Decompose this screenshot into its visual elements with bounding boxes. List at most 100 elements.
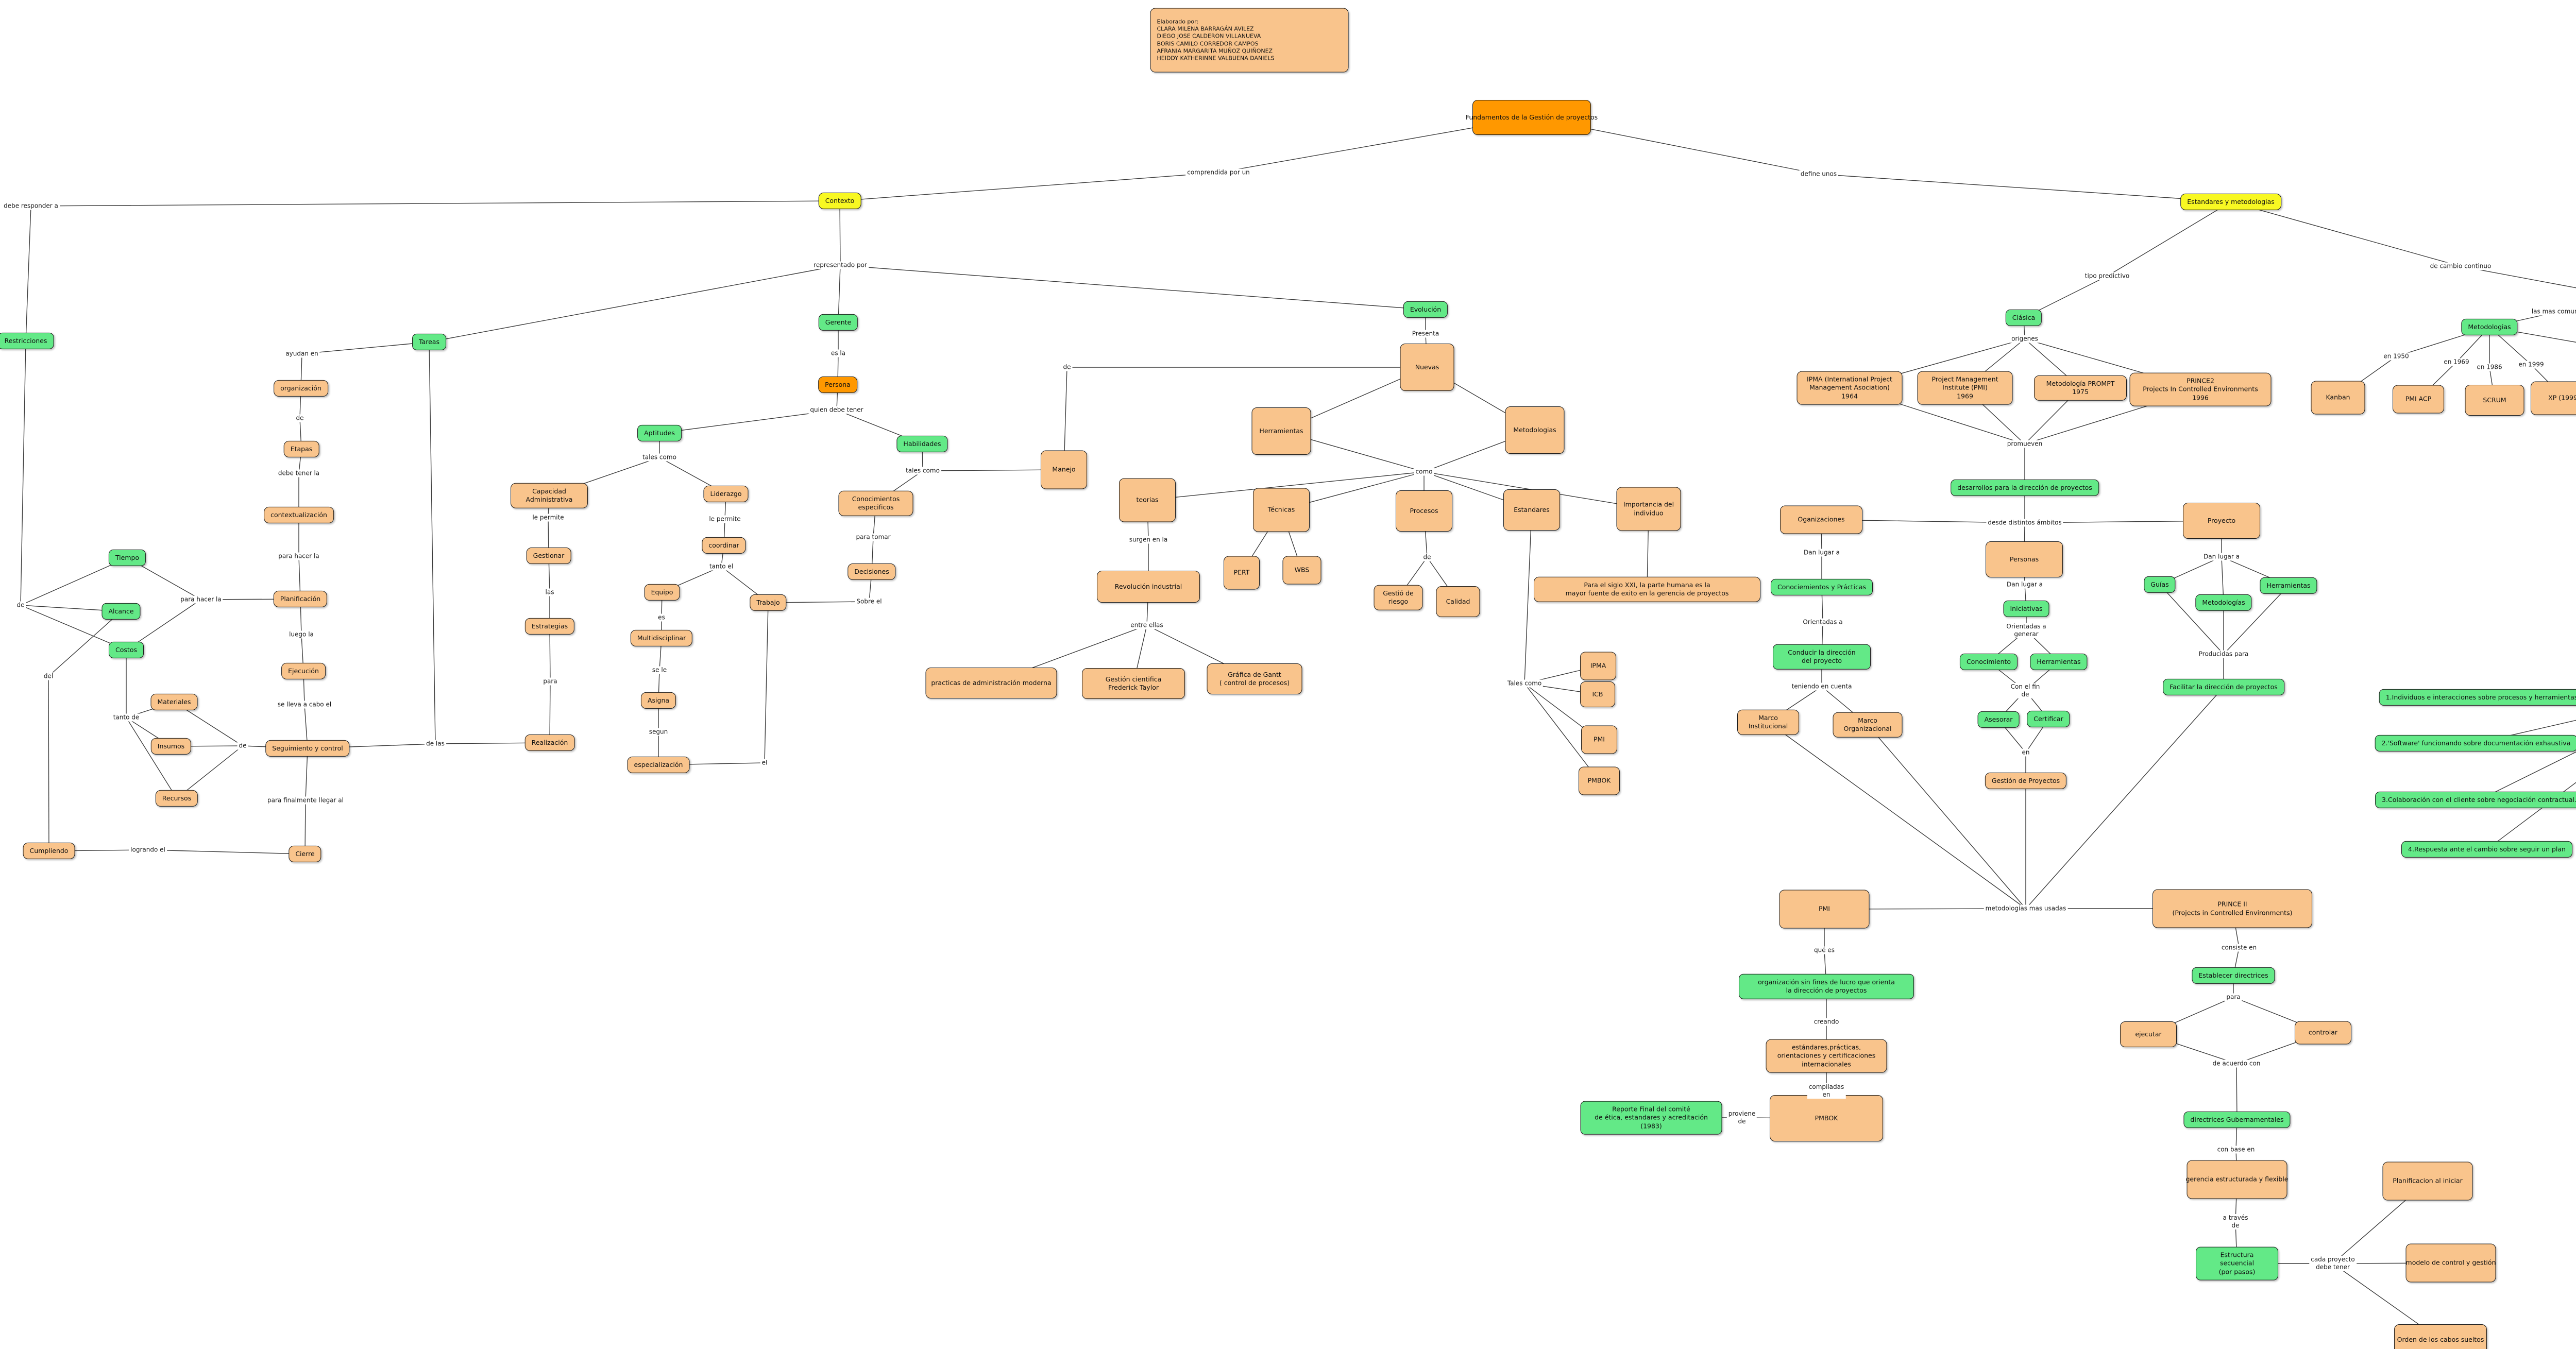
concept-node-tiempo[interactable]: Tiempo	[108, 549, 146, 567]
concept-node-calidad[interactable]: Calidad	[1436, 586, 1480, 617]
concept-node-personas[interactable]: Personas	[1986, 541, 2063, 577]
concept-node-v4[interactable]: 4.Respuesta ante el cambio sobre seguir …	[2401, 841, 2572, 858]
concept-node-estructsec[interactable]: Estructura secuencial (por pasos)	[2196, 1246, 2278, 1280]
concept-node-nuevas[interactable]: Nuevas	[1400, 344, 1454, 391]
concept-node-pmiacp[interactable]: PMI ACP	[2393, 385, 2444, 414]
concept-node-trabajo[interactable]: Trabajo	[750, 594, 787, 611]
concept-node-gerenciaestr[interactable]: gerencia estructurada y flexible	[2186, 1160, 2289, 1199]
concept-node-alcance[interactable]: Alcance	[101, 603, 141, 620]
concept-node-realizacion[interactable]: Realización	[524, 734, 575, 752]
concept-node-v2[interactable]: 2.'Software' funcionando sobre documenta…	[2375, 735, 2576, 752]
concept-node-herramientas_n[interactable]: Herramientas	[1251, 407, 1311, 455]
concept-node-organizacion[interactable]: organización	[274, 380, 328, 397]
concept-node-certificar[interactable]: Certificar	[2027, 710, 2070, 728]
concept-node-asesorar[interactable]: Asesorar	[1977, 711, 2020, 728]
concept-node-decisiones[interactable]: Decisiones	[848, 563, 896, 580]
concept-node-ctx[interactable]: Contexto	[818, 192, 861, 210]
concept-node-orgsinfines[interactable]: organización sin fines de lucro que orie…	[1739, 974, 1914, 999]
concept-node-metodologias_g[interactable]: Metodologías	[2195, 594, 2252, 611]
concept-node-manejo[interactable]: Manejo	[1041, 450, 1087, 489]
concept-node-capadmin[interactable]: Capacidad Administrativa	[511, 483, 588, 508]
concept-node-multidisciplinar[interactable]: Multidisciplinar	[630, 629, 693, 647]
concept-node-siglo21[interactable]: Para el siglo XXI, la parte humana es la…	[1534, 576, 1760, 602]
concept-node-estrategias[interactable]: Estrategias	[524, 618, 575, 635]
concept-node-tecnicas[interactable]: Técnicas	[1253, 488, 1310, 532]
concept-node-cierre[interactable]: Cierre	[289, 845, 321, 863]
concept-node-v1[interactable]: 1.Individuos e interacciones sobre proce…	[2379, 689, 2576, 706]
concept-node-gestionar[interactable]: Gestionar	[526, 547, 571, 565]
concept-node-marco_org[interactable]: Marco Organizacional	[1833, 712, 1903, 738]
concept-node-conocimiento[interactable]: Conocimiento	[1959, 653, 2018, 671]
concept-node-scrum[interactable]: SCRUM	[2465, 385, 2524, 416]
concept-node-ejecucion[interactable]: Ejecución	[281, 662, 326, 680]
concept-node-modelocontrol[interactable]: modelo de control y gestión	[2405, 1243, 2496, 1283]
concept-node-habilidades[interactable]: Habilidades	[896, 435, 948, 453]
concept-node-v3[interactable]: 3.Colaboración con el cliente sobre nego…	[2375, 791, 2576, 809]
concept-node-metodologias_n[interactable]: Metodologias	[1505, 406, 1565, 454]
concept-node-oganizaciones[interactable]: Oganizaciones	[1780, 505, 1862, 534]
concept-node-marco_inst[interactable]: Marco Institucional	[1737, 709, 1799, 735]
concept-node-grafica_gantt[interactable]: Gráfica de Gantt ( control de procesos)	[1207, 663, 1302, 694]
concept-node-proyecto[interactable]: Proyecto	[2183, 503, 2260, 539]
concept-node-icb[interactable]: ICB	[1580, 681, 1615, 707]
concept-node-ipma_box[interactable]: IPMA (International Project Management A…	[1797, 371, 1903, 405]
concept-node-planinicio[interactable]: Planificacion al iniciar	[2382, 1162, 2473, 1201]
concept-node-contextualizacion[interactable]: contextualización	[264, 506, 334, 524]
concept-node-persona[interactable]: Persona	[818, 376, 857, 394]
concept-node-cumpliendo[interactable]: Cumpliendo	[23, 842, 75, 860]
concept-node-costos[interactable]: Costos	[109, 641, 144, 659]
concept-node-gestion_cient[interactable]: Gestión cientifica Frederick Taylor	[1082, 668, 1185, 699]
concept-node-metodologias_ag[interactable]: Metodologias	[2461, 318, 2518, 336]
concept-node-desarrollos[interactable]: desarrollos para la dirección de proyect…	[1951, 479, 2099, 497]
concept-node-controlar[interactable]: controlar	[2295, 1021, 2351, 1045]
concept-node-equipo[interactable]: Equipo	[644, 584, 680, 601]
concept-node-kanban[interactable]: Kanban	[2311, 381, 2365, 415]
concept-node-conoc_pract[interactable]: Conociemientos y Prácticas	[1770, 578, 1873, 596]
concept-node-reportefinal[interactable]: Reporte Final del comité de ética, estan…	[1580, 1101, 1722, 1135]
concept-node-facilitar[interactable]: Facilitar la dirección de proyectos	[2163, 678, 2284, 696]
concept-node-recursos[interactable]: Recursos	[155, 790, 198, 807]
concept-node-prompt_box[interactable]: Metodología PROMPT 1975	[2034, 375, 2127, 401]
concept-node-conducir[interactable]: Conducir la dirección del proyecto	[1773, 644, 1871, 670]
concept-node-ipma_s[interactable]: IPMA	[1580, 652, 1616, 680]
concept-node-establecer[interactable]: Establecer directrices	[2192, 967, 2275, 984]
concept-node-prince2_box[interactable]: PRINCE2 Projects In Controlled Environme…	[2129, 372, 2272, 406]
concept-node-estandares_n[interactable]: Estandares	[1503, 489, 1560, 531]
concept-node-elaborado[interactable]: Elaborado por: CLARA MILENA BARRAGÁN AVI…	[1150, 8, 1349, 73]
concept-node-revolucion[interactable]: Revolución industrial	[1097, 571, 1200, 603]
concept-node-asigna[interactable]: Asigna	[640, 692, 676, 709]
concept-node-aptitudes[interactable]: Aptitudes	[637, 424, 682, 442]
concept-node-pmi_s[interactable]: PMI	[1581, 725, 1617, 754]
concept-node-herramientas_g2[interactable]: Herramientas	[2260, 577, 2317, 594]
concept-node-importancia[interactable]: Importancia del individuo	[1616, 487, 1681, 531]
concept-node-title[interactable]: Fundamentos de la Gestión de proyectos	[1466, 100, 1598, 135]
concept-node-pmi_box[interactable]: Project Management Institute (PMI) 1969	[1917, 371, 2013, 405]
concept-node-materiales[interactable]: Materiales	[150, 693, 198, 711]
concept-node-pmi_big[interactable]: PMI	[1779, 890, 1870, 929]
concept-node-pmbok_big[interactable]: PMBOK	[1770, 1095, 1883, 1141]
concept-node-guias[interactable]: Guías	[2144, 576, 2176, 593]
concept-node-clasica[interactable]: Clásica	[2005, 309, 2042, 327]
concept-node-prince2_big[interactable]: PRINCE II (Projects in Controlled Enviro…	[2153, 889, 2312, 928]
concept-node-iniciativas[interactable]: Iniciativas	[2003, 600, 2049, 618]
concept-node-wbs[interactable]: WBS	[1282, 556, 1321, 585]
concept-node-ejecutar[interactable]: ejecutar	[2120, 1021, 2177, 1047]
concept-node-practicas[interactable]: practicas de administración moderna	[925, 668, 1057, 698]
concept-node-seguimiento[interactable]: Seguimiento y control	[265, 740, 350, 757]
concept-node-teorias[interactable]: teorias	[1119, 478, 1176, 522]
concept-node-gerente[interactable]: Gerente	[818, 314, 858, 331]
concept-node-gestio_riesgo[interactable]: Gestió de riesgo	[1374, 585, 1423, 610]
concept-node-directricesgub[interactable]: directrices Gubernamentales	[2183, 1111, 2291, 1129]
concept-node-herramientas_g1[interactable]: Herramientas	[2030, 653, 2088, 671]
concept-node-tareas[interactable]: Tareas	[412, 333, 446, 351]
concept-node-em[interactable]: Estandares y metodologias	[2180, 193, 2281, 211]
concept-node-insumos[interactable]: Insumos	[150, 738, 192, 755]
concept-node-pert[interactable]: PERT	[1224, 556, 1260, 590]
concept-node-conoc_esp[interactable]: Conocimientos especificos	[838, 490, 913, 516]
concept-node-especializacion[interactable]: especialización	[627, 756, 690, 774]
concept-node-liderazgo[interactable]: Liderazgo	[703, 485, 749, 503]
concept-node-restricciones[interactable]: Restricciones	[0, 332, 54, 350]
concept-node-pmbok_s[interactable]: PMBOK	[1579, 766, 1620, 795]
concept-node-gestionproy[interactable]: Gestión de Proyectos	[1985, 772, 2067, 790]
concept-node-xp[interactable]: XP (1999)	[2531, 381, 2576, 415]
